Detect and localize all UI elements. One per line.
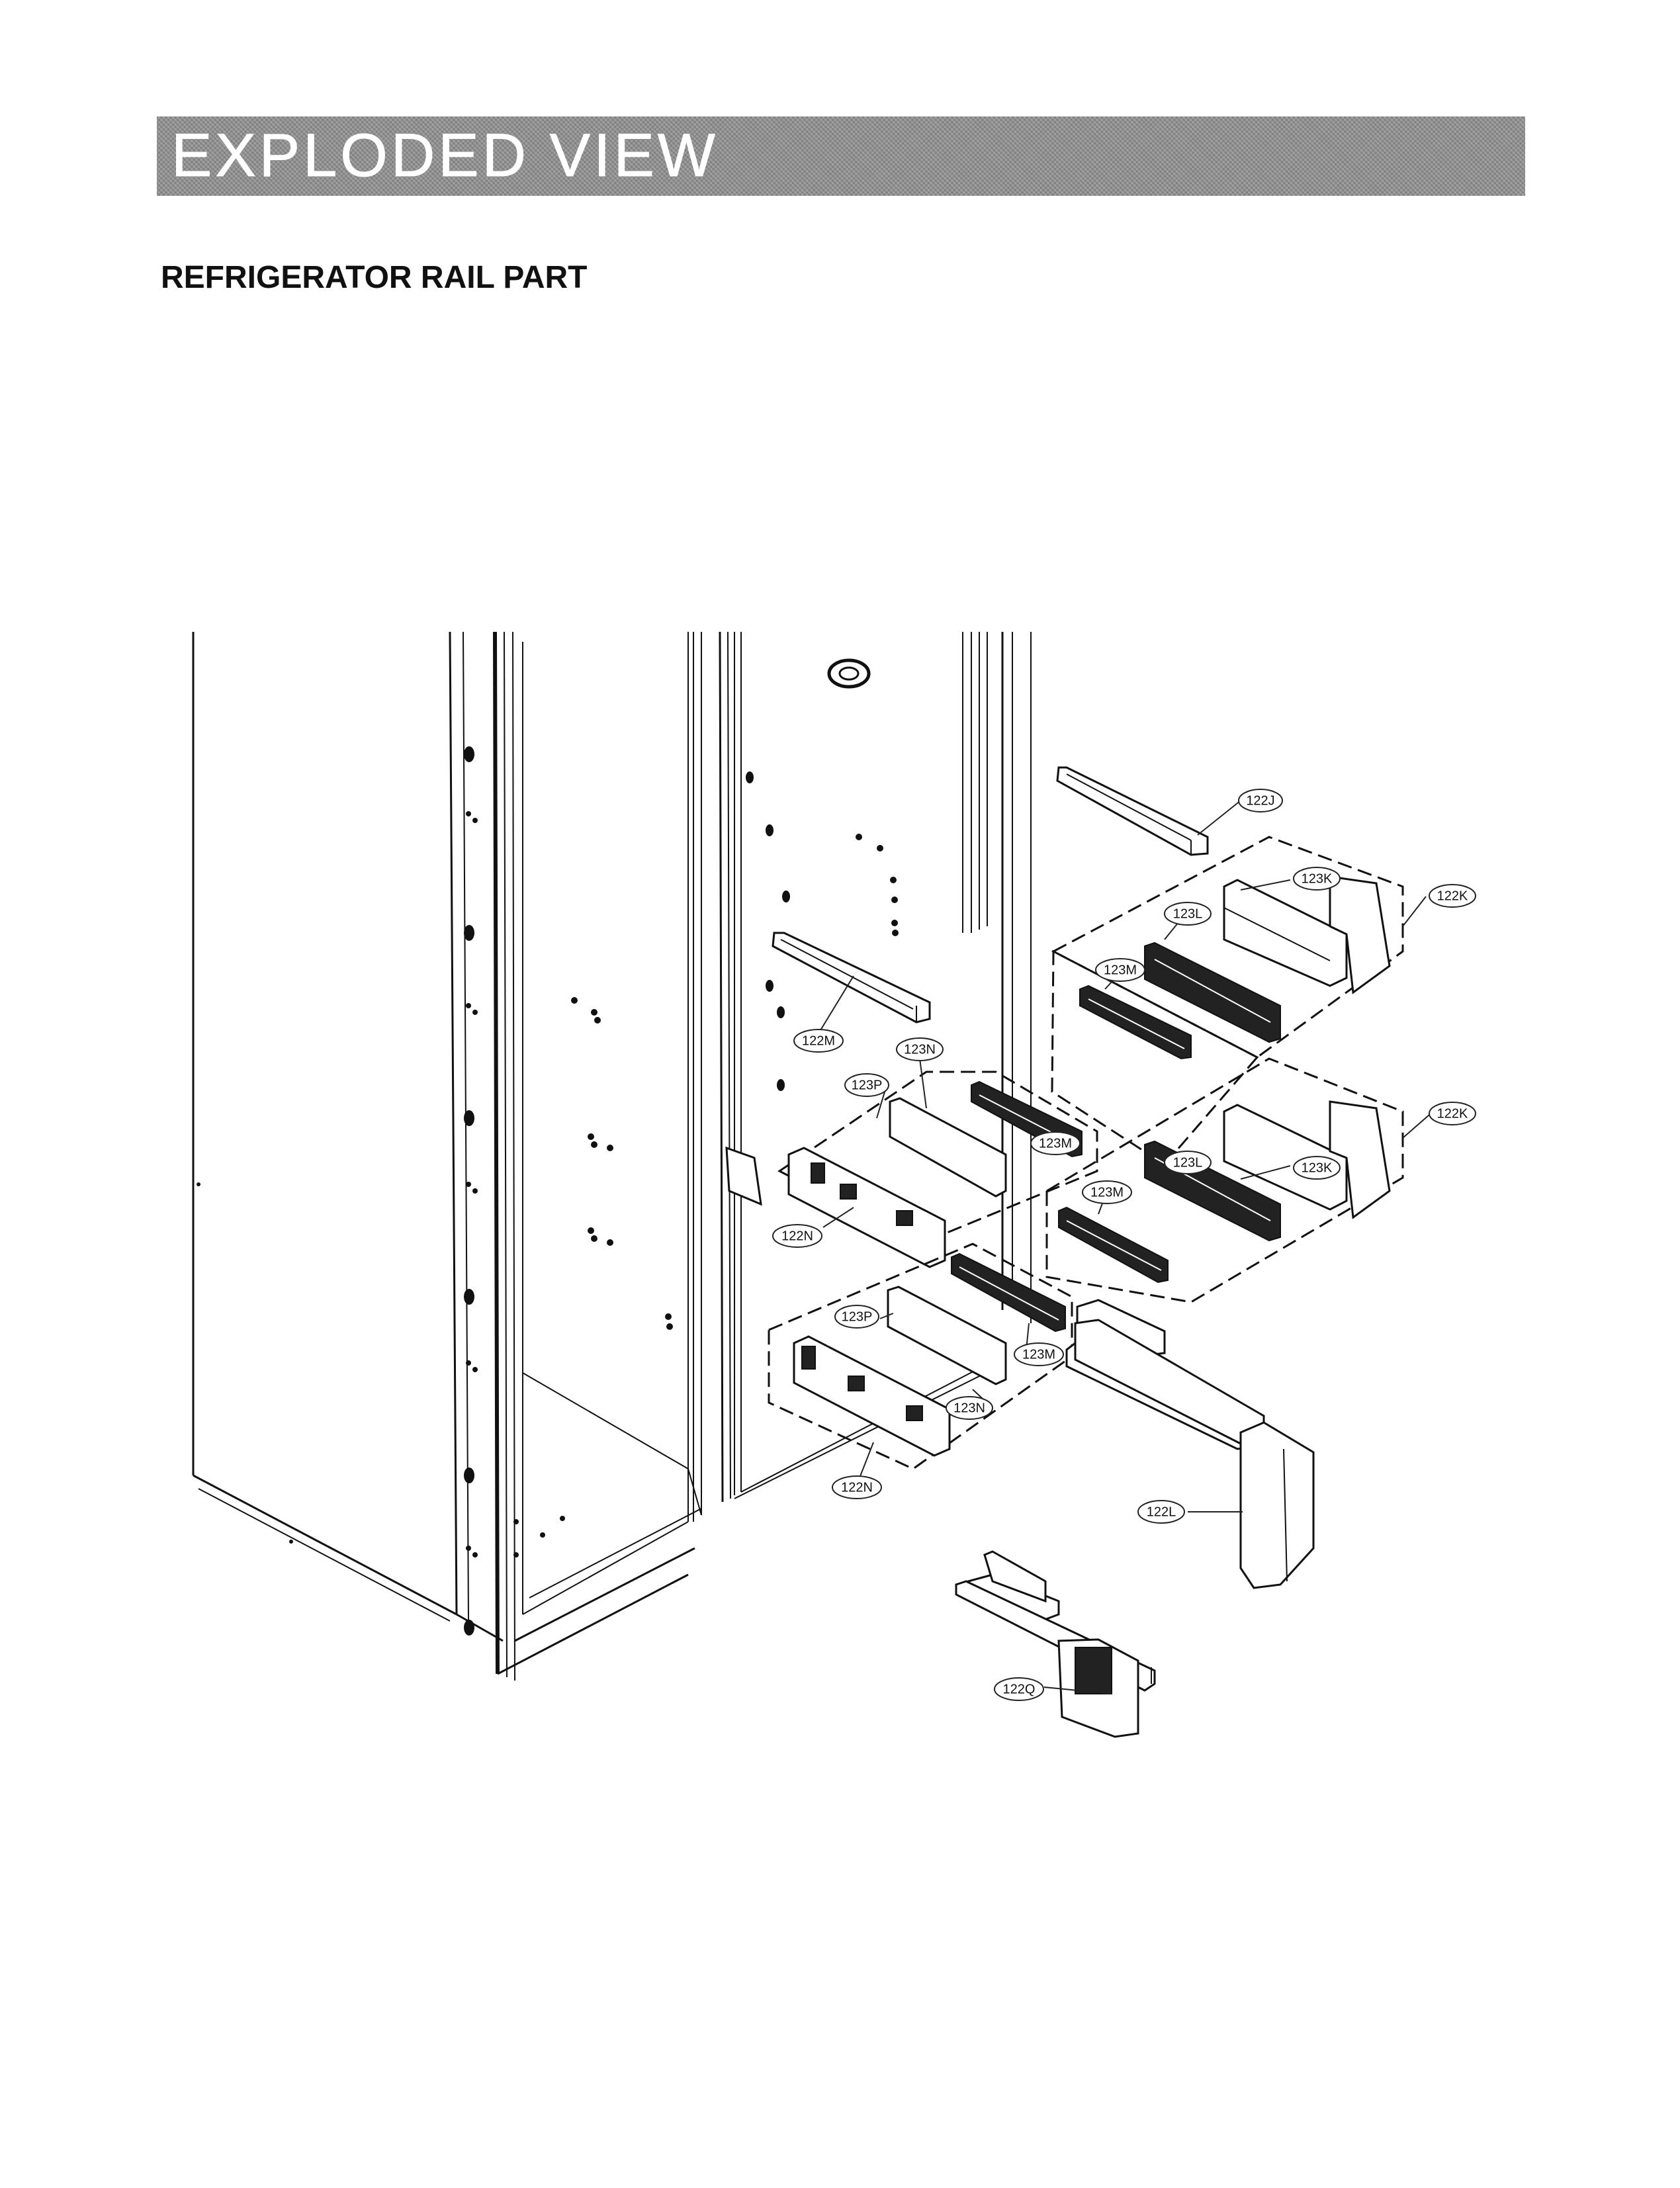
svg-text:123P: 123P [842,1309,873,1324]
callout-123M-b: 123M [1030,1131,1081,1155]
svg-text:123L: 123L [1173,1155,1203,1170]
svg-text:123M: 123M [1022,1347,1055,1362]
callout-122M: 122M [793,1029,844,1053]
svg-text:123N: 123N [953,1401,985,1415]
part-122M-rail [772,932,931,1034]
part-122Q-bracket [955,1550,1156,1738]
callout-123N-a: 123N [896,1037,944,1061]
callout-123M-d: 123M [1014,1342,1064,1366]
svg-text:123K: 123K [1302,871,1333,886]
callout-123P-a: 123P [844,1073,889,1097]
part-122K-lower-group [1045,1057,1430,1303]
callout-122K-a: 122K [1429,884,1476,908]
svg-text:122N: 122N [841,1480,873,1495]
callout-123L-a: 123L [1164,902,1212,926]
page-title: EXPLODED VIEW [171,122,719,190]
svg-text:122N: 122N [781,1229,813,1243]
callout-123L-b: 123L [1164,1151,1212,1174]
svg-text:122K: 122K [1437,1106,1468,1121]
callout-122Q: 122Q [994,1677,1044,1701]
callout-122L: 122L [1137,1500,1185,1524]
svg-text:122Q: 122Q [1003,1682,1036,1696]
header-banner: EXPLODED VIEW [157,116,1525,196]
svg-text:123M: 123M [1090,1185,1124,1200]
callout-123K-a: 123K [1293,867,1341,891]
callout-123N-b: 123N [946,1396,993,1420]
callout-123M-a: 123M [1095,958,1145,982]
callout-122N-b: 122N [832,1475,882,1499]
callout-123P-b: 123P [834,1305,879,1329]
svg-text:123L: 123L [1173,906,1203,921]
callout-122N-a: 122N [772,1224,822,1248]
part-122N-upper-group [777,1058,1098,1268]
callout-123K-b: 123K [1293,1156,1341,1180]
section-title: REFRIGERATOR RAIL PART [161,260,588,295]
svg-text:123M: 123M [1104,963,1137,977]
svg-text:123N: 123N [904,1042,936,1057]
svg-text:122L: 122L [1147,1505,1176,1519]
svg-text:123P: 123P [852,1078,883,1092]
svg-text:123M: 123M [1039,1136,1072,1151]
part-122J-rail [1056,766,1241,856]
svg-text:122J: 122J [1246,793,1274,808]
svg-text:122K: 122K [1437,889,1468,903]
callout-122K-b: 122K [1429,1102,1476,1125]
part-122L-assembly [1065,1299,1315,1589]
callout-122J: 122J [1238,789,1283,812]
refrigerator-cabinet [192,631,1032,1681]
svg-text:123K: 123K [1302,1160,1333,1175]
svg-text:122M: 122M [802,1033,835,1048]
callout-123M-c: 123M [1082,1180,1132,1204]
part-122N-lower-group [768,1243,1073,1485]
part-122K-upper-group [1051,836,1427,1166]
